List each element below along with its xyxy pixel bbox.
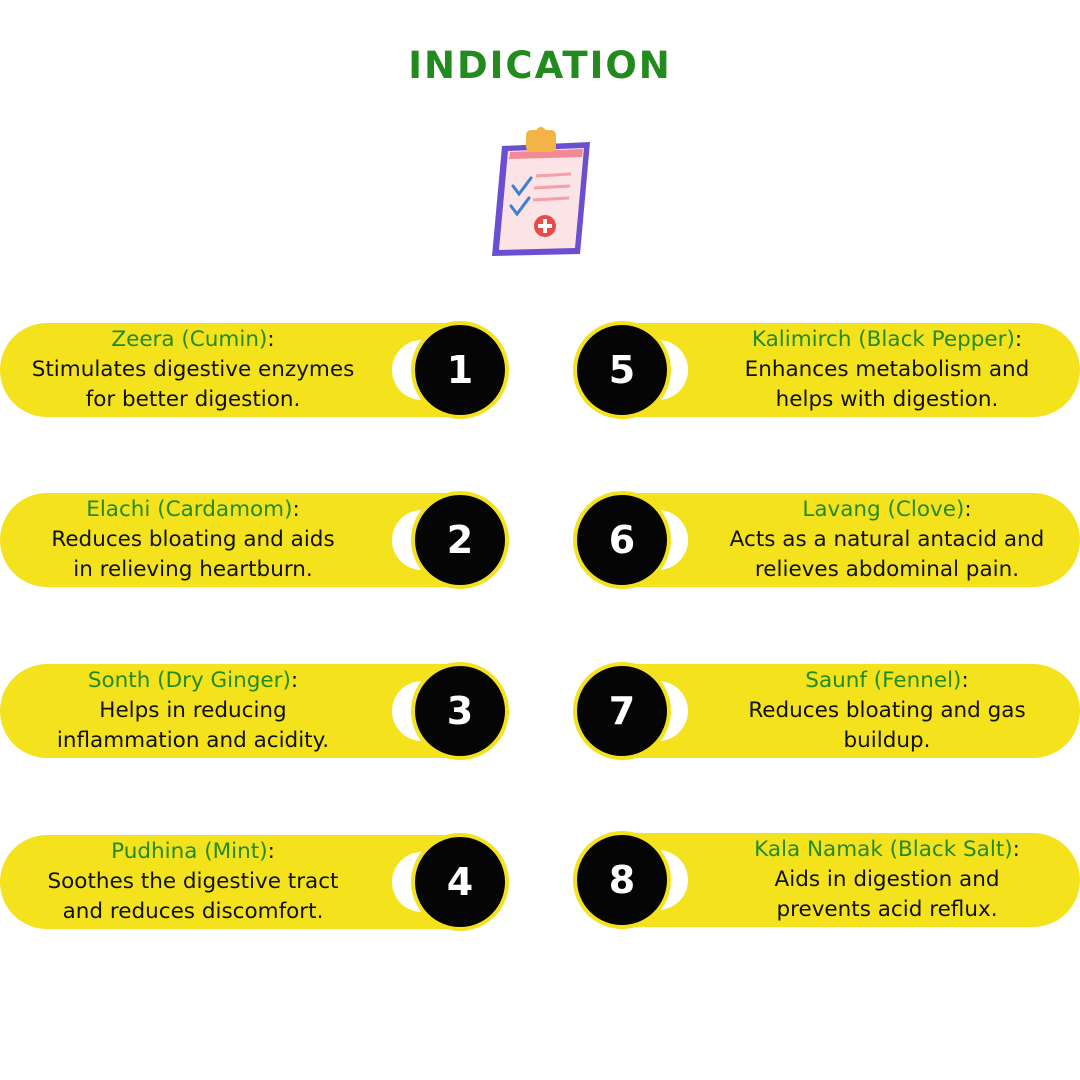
benefit-line-2: relieves abdominal pain. (754, 557, 1020, 582)
benefit-line-2: for better digestion. (85, 387, 301, 412)
benefit-line-2: and reduces discomfort. (62, 899, 324, 924)
benefit-line-1: Soothes the digestive tract (47, 869, 339, 894)
benefit-line-2: buildup. (843, 728, 931, 753)
page-title: INDICATION (408, 44, 672, 87)
item-number-8: 8 (573, 831, 671, 929)
ingredient-name: Kala Namak (Black Salt) (754, 837, 1013, 862)
item-number-6: 6 (573, 491, 671, 589)
item-number-4: 4 (411, 833, 509, 931)
ingredient-name: Lavang (Clove) (802, 497, 965, 522)
benefit-line-2: helps with digestion. (775, 387, 999, 412)
benefit-line-1: Helps in reducing (99, 698, 287, 723)
benefit-line-2: prevents acid reflux. (776, 897, 998, 922)
clipboard-checklist-icon (492, 127, 590, 256)
benefit-line-2: in relieving heartburn. (73, 557, 313, 582)
benefit-line-1: Acts as a natural antacid and (729, 527, 1045, 552)
benefit-line-2: inflammation and acidity. (56, 728, 330, 753)
ingredient-name: Saunf (Fennel) (805, 668, 962, 693)
benefit-line-1: Aids in digestion and (774, 867, 1000, 892)
benefit-line-1: Reduces bloating and gas (748, 698, 1026, 723)
benefit-line-1: Stimulates digestive enzymes (31, 357, 355, 382)
ingredient-name: Pudhina (Mint) (111, 839, 268, 864)
item-number-5: 5 (573, 321, 671, 419)
ingredient-name: Zeera (Cumin) (111, 327, 268, 352)
item-number-1: 1 (411, 321, 509, 419)
item-number-7: 7 (573, 662, 671, 760)
ingredient-name: Elachi (Cardamom) (86, 497, 293, 522)
ingredient-name: Kalimirch (Black Pepper) (751, 327, 1015, 352)
item-number-3: 3 (411, 662, 509, 760)
benefit-line-1: Enhances metabolism and (744, 357, 1030, 382)
ingredient-name: Sonth (Dry Ginger) (87, 668, 291, 693)
item-number-2: 2 (411, 491, 509, 589)
benefit-line-1: Reduces bloating and aids (51, 527, 335, 552)
